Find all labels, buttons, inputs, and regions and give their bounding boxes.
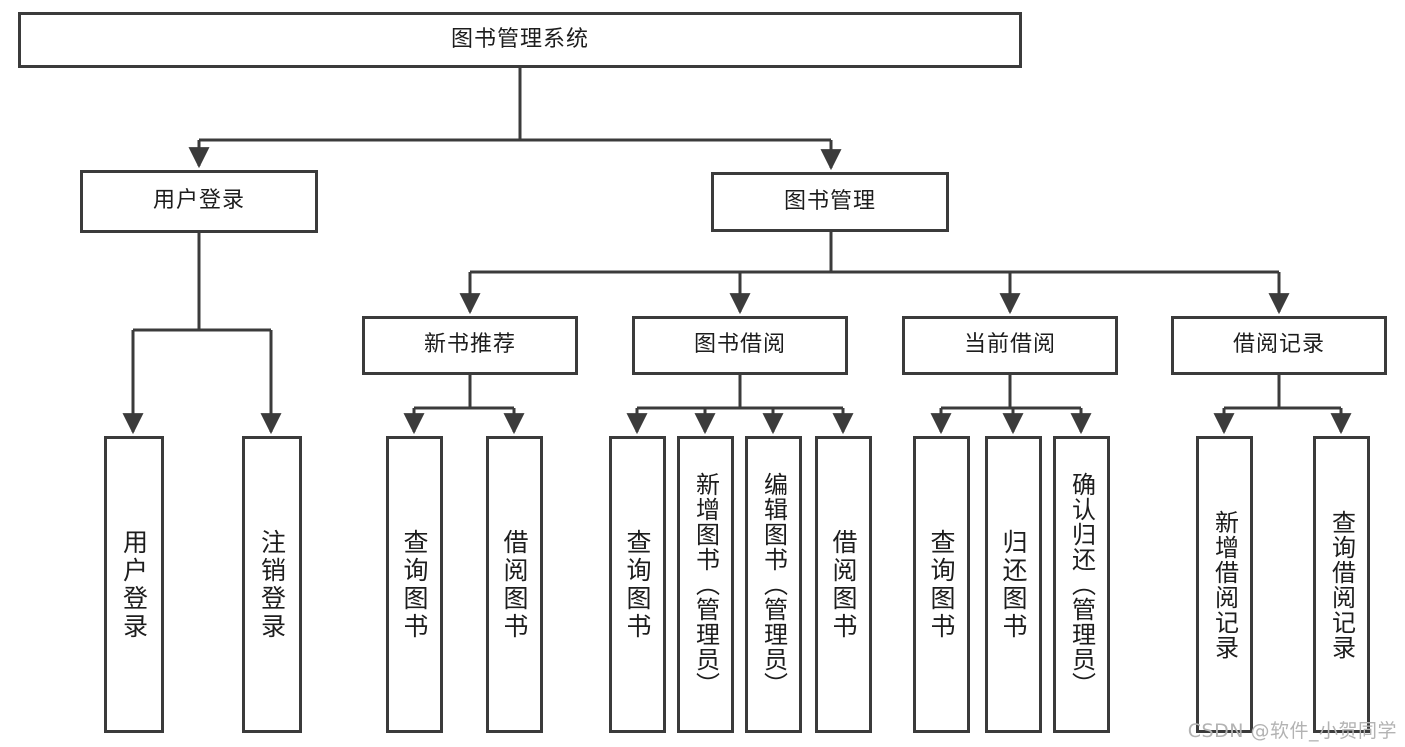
node-label: 确认归还（管理员） [1067,472,1096,697]
node-root-system[interactable]: 图书管理系统 [18,12,1022,68]
node-label: 注销登录 [257,528,287,641]
leaf-recommend-borrow-book[interactable]: 借阅图书 [486,436,543,733]
node-label: 图书借阅 [693,332,786,358]
leaf-current-query-book[interactable]: 查询图书 [913,436,970,733]
node-new-book-recommend[interactable]: 新书推荐 [362,316,578,375]
node-label: 查询图书 [623,528,652,641]
leaf-record-add[interactable]: 新增借阅记录 [1196,436,1253,733]
node-label: 归还图书 [999,528,1028,641]
node-label: 查询借阅记录 [1327,509,1356,660]
node-current-borrow[interactable]: 当前借阅 [902,316,1118,375]
node-label: 用户登录 [119,528,149,641]
node-borrow-record[interactable]: 借阅记录 [1171,316,1387,375]
node-label: 图书管理 [783,188,876,214]
node-label: 借阅图书 [829,528,858,641]
leaf-borrow-query-book[interactable]: 查询图书 [609,436,666,733]
leaf-user-login[interactable]: 用户登录 [104,436,164,733]
node-label: 新增借阅记录 [1210,509,1239,660]
node-label: 用户登录 [152,188,245,214]
node-label: 图书管理系统 [450,26,589,52]
leaf-borrow-lend-book[interactable]: 借阅图书 [815,436,872,733]
node-label: 编辑图书（管理员） [759,472,788,697]
leaf-recommend-query-book[interactable]: 查询图书 [386,436,443,733]
node-label: 当前借阅 [963,332,1056,358]
node-label: 新书推荐 [423,332,516,358]
leaf-user-logout[interactable]: 注销登录 [242,436,302,733]
node-label: 查询图书 [400,528,429,641]
leaf-current-return-book[interactable]: 归还图书 [985,436,1042,733]
node-book-manage[interactable]: 图书管理 [711,172,949,232]
leaf-borrow-add-book[interactable]: 新增图书（管理员） [677,436,734,733]
node-user-login[interactable]: 用户登录 [80,170,318,233]
node-book-borrow[interactable]: 图书借阅 [632,316,848,375]
leaf-record-search[interactable]: 查询借阅记录 [1313,436,1370,733]
node-label: 借阅图书 [500,528,529,641]
leaf-current-confirm-return[interactable]: 确认归还（管理员） [1053,436,1110,733]
leaf-borrow-edit-book[interactable]: 编辑图书（管理员） [745,436,802,733]
node-label: 查询图书 [927,528,956,641]
node-label: 新增图书（管理员） [691,472,720,697]
node-label: 借阅记录 [1232,332,1325,358]
